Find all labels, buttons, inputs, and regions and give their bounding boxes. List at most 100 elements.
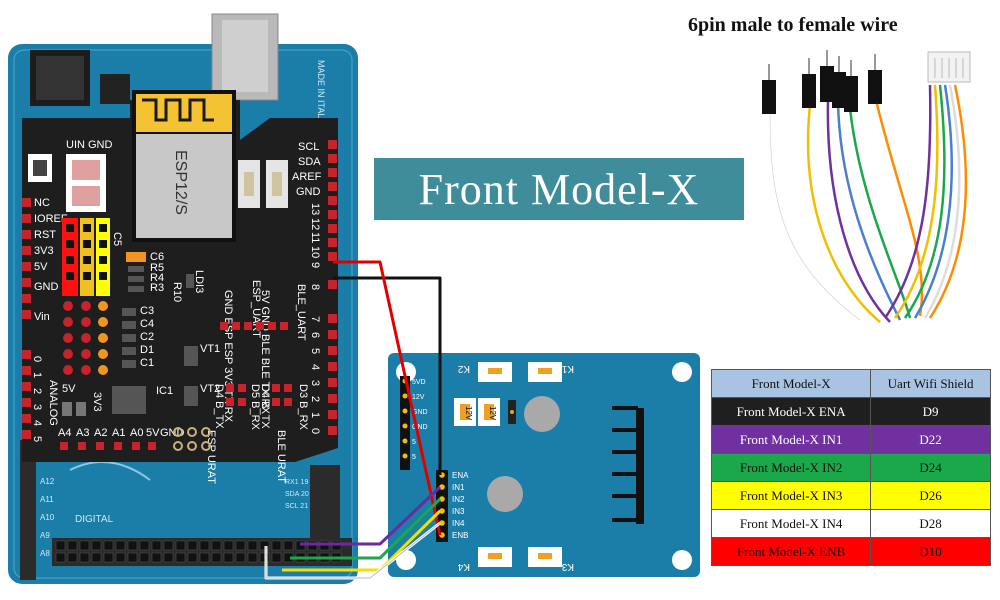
right-pin-2: 2 xyxy=(309,396,321,402)
bottom-pin-a4: A4 xyxy=(58,427,71,439)
right-pin-gnd: GND xyxy=(296,186,321,198)
table-cell-shield: D26 xyxy=(870,481,991,510)
right-pin-0: 0 xyxy=(309,428,321,434)
r4-label: R4 xyxy=(150,272,164,284)
analog-pin-1: 1 xyxy=(31,372,43,378)
bottom-pin-a3: A3 xyxy=(76,427,89,439)
motor-left-12v: 12V xyxy=(412,394,425,401)
svg-text:A8: A8 xyxy=(40,549,50,558)
esp-module-label: ESP12/S xyxy=(172,150,189,215)
c6-label: C6 xyxy=(150,251,164,263)
right-pin-6: 6 xyxy=(309,332,321,338)
svg-text:RX1 19: RX1 19 xyxy=(285,479,308,486)
motor-pin-in3: IN3 xyxy=(452,507,465,516)
analog-pin-4: 4 xyxy=(31,420,43,426)
right-pin-sda: SDA xyxy=(298,156,321,168)
table-cell-front: Front Model-X IN2 xyxy=(710,453,872,482)
analog-pin-3: 3 xyxy=(31,404,43,410)
heatsink xyxy=(636,408,644,524)
k1-label: K1 xyxy=(561,363,574,374)
r3-label: R3 xyxy=(150,282,164,294)
left-pin-vin: Vin xyxy=(34,311,50,323)
v-label-3v3: 3V3 xyxy=(91,392,103,412)
right-pin-11: 11 xyxy=(309,232,321,243)
wire-in2 xyxy=(290,497,442,560)
c2-label: C2 xyxy=(140,331,154,343)
right-pin-1: 1 xyxy=(309,412,321,418)
motor-left-5a: 5 xyxy=(412,439,416,446)
right-pin-9: 9 xyxy=(309,262,321,268)
d-label-4: D3 B_RX xyxy=(297,384,309,431)
svg-text:SCL 21: SCL 21 xyxy=(285,503,308,510)
r10-label: R10 xyxy=(171,282,183,302)
right-pin-12: 12 xyxy=(309,218,321,230)
motor-left-gnd2: GND xyxy=(412,424,428,431)
k3-label: K3 xyxy=(561,561,574,572)
wifi-shield: ESP12/S UIN GND NC IOREF RST 3V3 5V GND … xyxy=(22,90,338,484)
right-pin-5: 5 xyxy=(309,348,321,354)
ic1-label: IC1 xyxy=(156,385,173,397)
motor-left-5vd: 5VD xyxy=(412,379,426,386)
c5-label: C5 xyxy=(111,232,123,246)
motor-driver-board: K2 K1 K4 K3 12V 12V 5VD 12V GND GND 5 5 … xyxy=(388,353,700,577)
v12-label-2: 12V xyxy=(488,406,497,421)
left-pin-ioref: IOREF xyxy=(34,213,68,225)
svg-text:SDA 20: SDA 20 xyxy=(285,491,309,498)
motor-pin-ena: ENA xyxy=(452,471,469,480)
right-pin-7: 7 xyxy=(309,316,321,322)
left-pin-gnd: GND xyxy=(34,281,59,293)
motor-left-5b: 5 xyxy=(412,454,416,461)
ldi3-label: LDI3 xyxy=(193,270,205,293)
digital-label: DIGITAL xyxy=(75,514,114,525)
svg-text:A9: A9 xyxy=(40,531,50,540)
analog-pin-0: 0 xyxy=(31,356,43,362)
wire-in1 xyxy=(300,485,442,546)
bottom-pin-5v: 5V xyxy=(146,427,160,439)
wire-enb xyxy=(333,260,442,536)
left-pin-nc: NC xyxy=(34,197,50,209)
right-pin-3: 3 xyxy=(309,380,321,386)
bottom-pin-a1: A1 xyxy=(112,427,125,439)
six-pin-wire-illustration xyxy=(762,50,971,323)
title-banner: Front Model-X xyxy=(374,158,744,220)
ble-uart-label: BLE_UART xyxy=(295,284,307,341)
v12-label-1: 12V xyxy=(464,406,473,421)
table-cell-front: Front Model-X IN4 xyxy=(710,509,872,538)
c3-label: C3 xyxy=(140,305,154,317)
pin-mapping-table: Front Model-X Uart Wifi Shield Front Mod… xyxy=(710,369,991,566)
table-cell-shield: D22 xyxy=(870,425,991,454)
table-header-row: Front Model-X Uart Wifi Shield xyxy=(710,369,991,398)
d-label-1: D4 B_TX xyxy=(213,384,225,429)
motor-pin-in4: IN4 xyxy=(452,519,465,528)
c4-label: C4 xyxy=(140,318,154,330)
bottom-pin-a0: A0 xyxy=(130,427,143,439)
vin-gnd-label: UIN GND xyxy=(66,139,113,151)
k2-label: K2 xyxy=(457,363,470,374)
vt2-label: VT2 xyxy=(200,383,220,395)
page-title: Front Model-X xyxy=(418,164,700,214)
k4-label: K4 xyxy=(457,561,470,572)
table-cell-shield: D24 xyxy=(870,453,991,482)
r5-label: R5 xyxy=(150,262,164,274)
svg-text:A12: A12 xyxy=(40,477,55,486)
right-pin-scl: SCL xyxy=(298,141,319,153)
analog-label: ANALOG xyxy=(47,380,59,426)
table-cell-front: Front Model-X IN3 xyxy=(710,481,872,510)
right-pin-10: 10 xyxy=(309,246,321,258)
vt1-label: VT1 xyxy=(200,343,220,355)
right-pin-aref: AREF xyxy=(292,171,322,183)
left-pin-3v3: 3V3 xyxy=(34,245,54,257)
analog-pin-5: 5 xyxy=(31,436,43,442)
ble-bot-label: BLE URAT xyxy=(275,430,287,483)
left-pin-5v: 5V xyxy=(34,261,48,273)
table-cell-shield: D28 xyxy=(870,509,991,538)
motor-pin-in1: IN1 xyxy=(452,483,465,492)
svg-text:A10: A10 xyxy=(40,513,55,522)
right-pin-4: 4 xyxy=(309,364,321,370)
wire-ena xyxy=(333,276,442,475)
